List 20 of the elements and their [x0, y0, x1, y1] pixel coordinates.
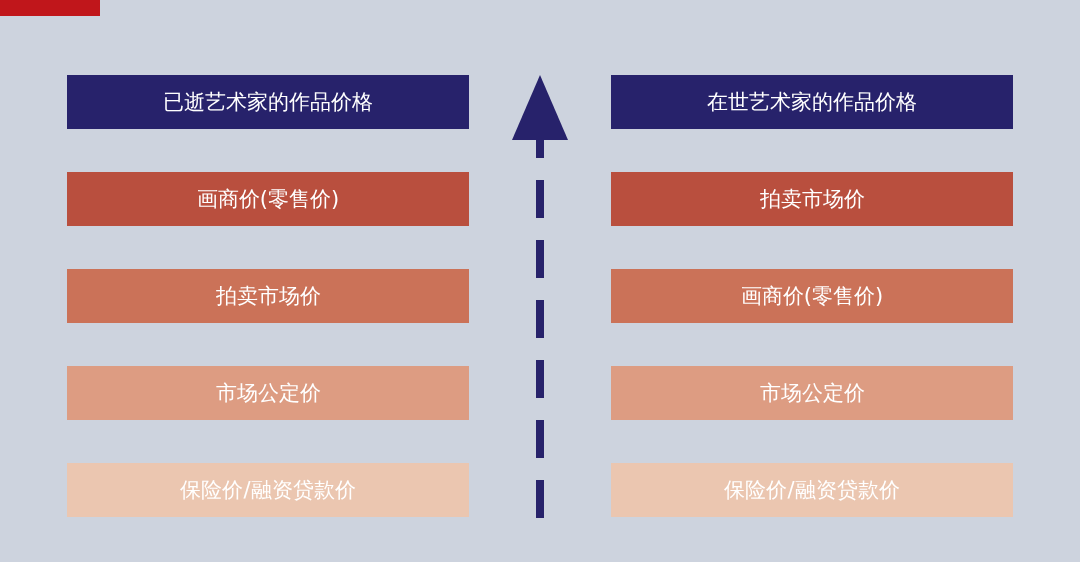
price-level-bar	[611, 463, 1013, 517]
price-level-bar	[67, 269, 469, 323]
price-label: 保险价/融资贷款价	[180, 477, 356, 504]
price-label: 市场公定价	[759, 380, 865, 407]
price-label: 画商价(零售价)	[196, 186, 340, 213]
price-label: 保险价/融资贷款价	[724, 477, 900, 504]
price-level-bar	[67, 366, 469, 420]
price-label: 拍卖市场价	[759, 186, 865, 213]
price-label: 市场公定价	[215, 380, 321, 407]
price-level-bar	[67, 172, 469, 226]
price-label: 画商价(零售价)	[740, 283, 884, 310]
price-level-bar	[611, 269, 1013, 323]
column-header	[67, 75, 469, 129]
price-level-bar	[611, 366, 1013, 420]
header-text: 已逝艺术家的作品价格	[163, 89, 373, 116]
header-text: 在世艺术家的作品价格	[707, 89, 917, 116]
price-level-bar	[611, 172, 1013, 226]
column-header	[611, 75, 1013, 129]
price-level-bar	[67, 463, 469, 517]
price-label: 拍卖市场价	[215, 283, 321, 310]
